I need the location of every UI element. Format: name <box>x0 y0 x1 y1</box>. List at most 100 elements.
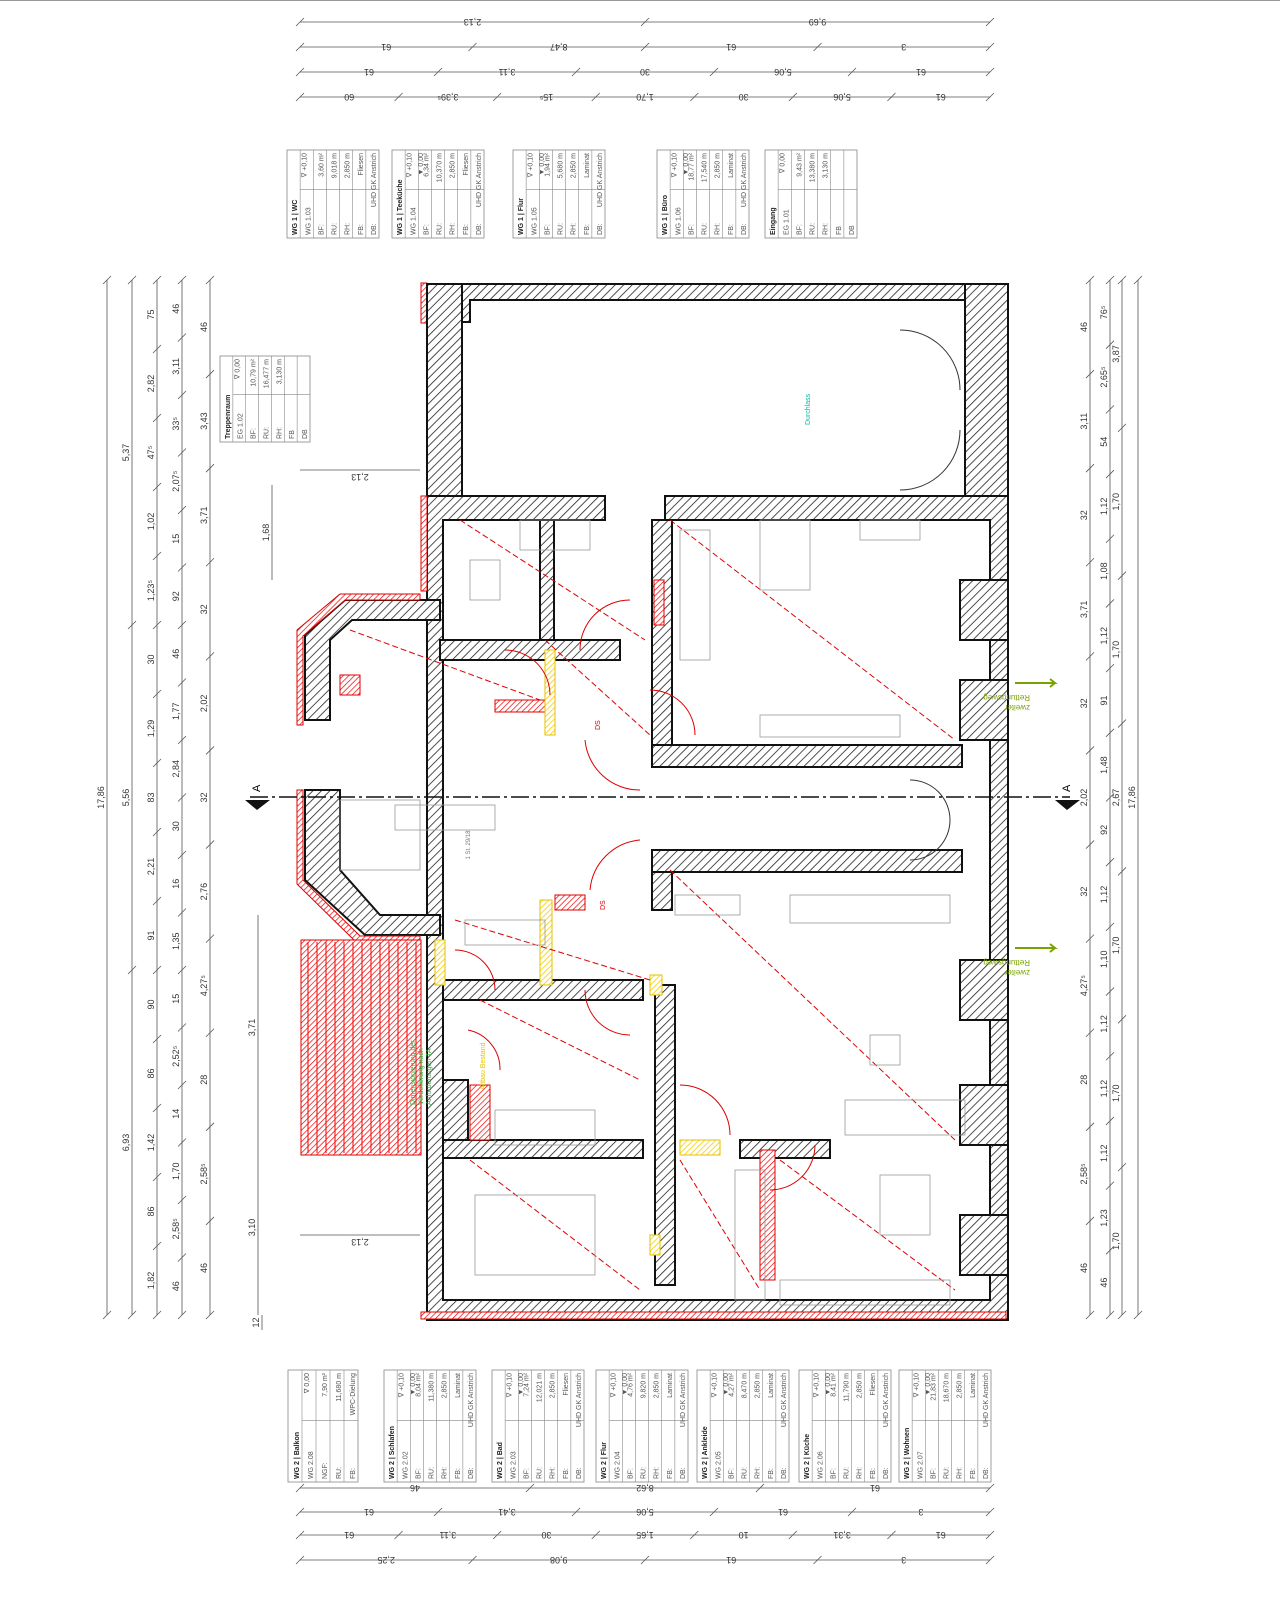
table-text: BF: <box>627 1468 634 1479</box>
table-text: 9,43 m² <box>796 152 803 176</box>
table-text: RU: <box>437 223 444 235</box>
table-text: RH: <box>755 1467 762 1479</box>
table-text: 2,850 m <box>571 153 578 178</box>
table-text: ▼ 0,00 <box>825 1373 832 1396</box>
table-text: 2,850 m <box>550 1373 557 1398</box>
pass-through-label: Durchlass <box>805 393 812 425</box>
dimension-label: 15 <box>171 994 181 1004</box>
dimension-label: 61 <box>364 67 374 77</box>
table-text: Treppenraum <box>225 395 232 439</box>
table-text: Fliesen <box>870 1373 877 1396</box>
dimension-label: 61 <box>344 1530 354 1540</box>
table-text: ∇ +0,10 <box>506 1373 514 1398</box>
escape-route-label: Rettungsweg <box>983 958 1030 967</box>
dimension-label: 5,06 <box>774 67 792 77</box>
table-text: Laminat <box>970 1373 977 1398</box>
table-text: ∇ +0,10 <box>610 1373 618 1398</box>
table-text: RU: <box>844 1467 851 1479</box>
dimension-label: 2,76 <box>199 883 209 901</box>
escape-route-label: zweiter <box>1004 968 1030 977</box>
table-text: ∇ +0,10 <box>711 1373 719 1398</box>
table-text: 8,470 m <box>742 1373 749 1398</box>
dimension-label: 2,82 <box>146 375 156 393</box>
table-text: Laminat <box>584 153 591 178</box>
table-text: Fliesen <box>563 1373 570 1396</box>
dimension-label: 61 <box>870 1483 880 1493</box>
table-text: RH: <box>550 1467 557 1479</box>
table-text: WG 2.07 <box>917 1451 924 1479</box>
table-text: BF: <box>930 1468 937 1479</box>
table-text: BF: <box>796 224 803 235</box>
table-text: FB: <box>463 224 470 235</box>
table-text: RU: <box>742 1467 749 1479</box>
dimension-label: 2,58⁵ <box>171 1218 181 1240</box>
table-text: ∇ +0,10 <box>301 153 309 178</box>
table-text: UHD GK Anstrich <box>371 153 378 207</box>
table-text: 7,24 m² <box>523 1372 530 1396</box>
table-text: WG 2.06 <box>817 1451 824 1479</box>
table-text: ▼ 0,00 <box>418 153 425 176</box>
dimension-label: 10 <box>739 1530 749 1540</box>
table-text: RH: <box>957 1467 964 1479</box>
table-text: 2,850 m <box>450 153 457 178</box>
table-text: UHD GK Anstrich <box>468 1373 475 1427</box>
dimension-label: 1,12 <box>1099 498 1109 516</box>
dimension-label: 3,41 <box>498 1507 516 1517</box>
table-text: RH: <box>715 223 722 235</box>
dimension-label: 3,43 <box>199 412 209 430</box>
table-text: WG 2 | Ankleide <box>702 1426 709 1479</box>
dimension-label: 61 <box>726 42 736 52</box>
dimension-label: 15⁵ <box>539 92 553 102</box>
table-text: 3,130 m <box>823 153 830 178</box>
table-text: RU: <box>336 1467 343 1479</box>
dimension-label: 1,12 <box>1099 1015 1109 1033</box>
table-text: WG 2.02 <box>402 1451 409 1479</box>
table-text: WG 2.03 <box>510 1451 517 1479</box>
dimension-label: 1,82 <box>146 1272 156 1290</box>
dimension-label: 2,07⁵ <box>171 470 181 492</box>
dimensioning-note: Dimensionierung derVerdoflerung nachAnfo… <box>410 1040 433 1105</box>
dimension-label: 1,70 <box>1111 641 1121 659</box>
table-text: 2,850 m <box>715 153 722 178</box>
table-text: Laminat <box>667 1373 674 1398</box>
table-text: FB: <box>358 224 365 235</box>
table-text: WPC-Dielung <box>350 1373 357 1416</box>
table-text: BF: <box>544 224 551 235</box>
table-text: RH: <box>857 1467 864 1479</box>
table-text: Eingang <box>770 207 777 235</box>
table-text: ∇ +0,10 <box>406 153 414 178</box>
table-text: 9,820 m <box>641 1373 648 1398</box>
dimension-label: 2,65⁵ <box>1099 366 1109 388</box>
dimension-label: 61 <box>364 1507 374 1517</box>
table-text: 18,77 m² <box>688 152 695 180</box>
dimension-label: 61 <box>916 67 926 77</box>
dimension-label: 1,70 <box>1111 937 1121 955</box>
table-text: Fliesen <box>463 153 470 176</box>
dimension-label: 61 <box>726 1555 736 1565</box>
table-text: RU: <box>641 1467 648 1479</box>
table-text: BF: <box>423 224 430 235</box>
dimension-label: 1,29 <box>146 720 156 738</box>
table-text: 17,540 m <box>702 153 709 182</box>
dimension-label: 1,12 <box>1099 1080 1109 1098</box>
table-text: ▼ 0,00 <box>622 1373 629 1396</box>
table-text: UHD GK Anstrich <box>741 153 748 207</box>
dimension-label: 3,11 <box>171 358 181 375</box>
table-text: ▼ 0,00 <box>925 1373 932 1396</box>
dimension-label: 1,02 <box>146 513 156 531</box>
table-text: FB: <box>768 1468 775 1479</box>
dimension-label: 54 <box>1099 437 1109 447</box>
dimension-label: 3 <box>901 42 906 52</box>
table-text: BF: <box>318 224 325 235</box>
dimension-label: 2,13 <box>351 472 369 482</box>
dimension-label: 1,08 <box>1099 562 1109 580</box>
dimension-label: 86 <box>146 1068 156 1078</box>
furniture <box>339 519 966 1306</box>
table-text: WG 2.04 <box>614 1451 621 1479</box>
table-text: UHD GK Anstrich <box>597 153 604 207</box>
dimension-label: 90 <box>146 999 156 1009</box>
